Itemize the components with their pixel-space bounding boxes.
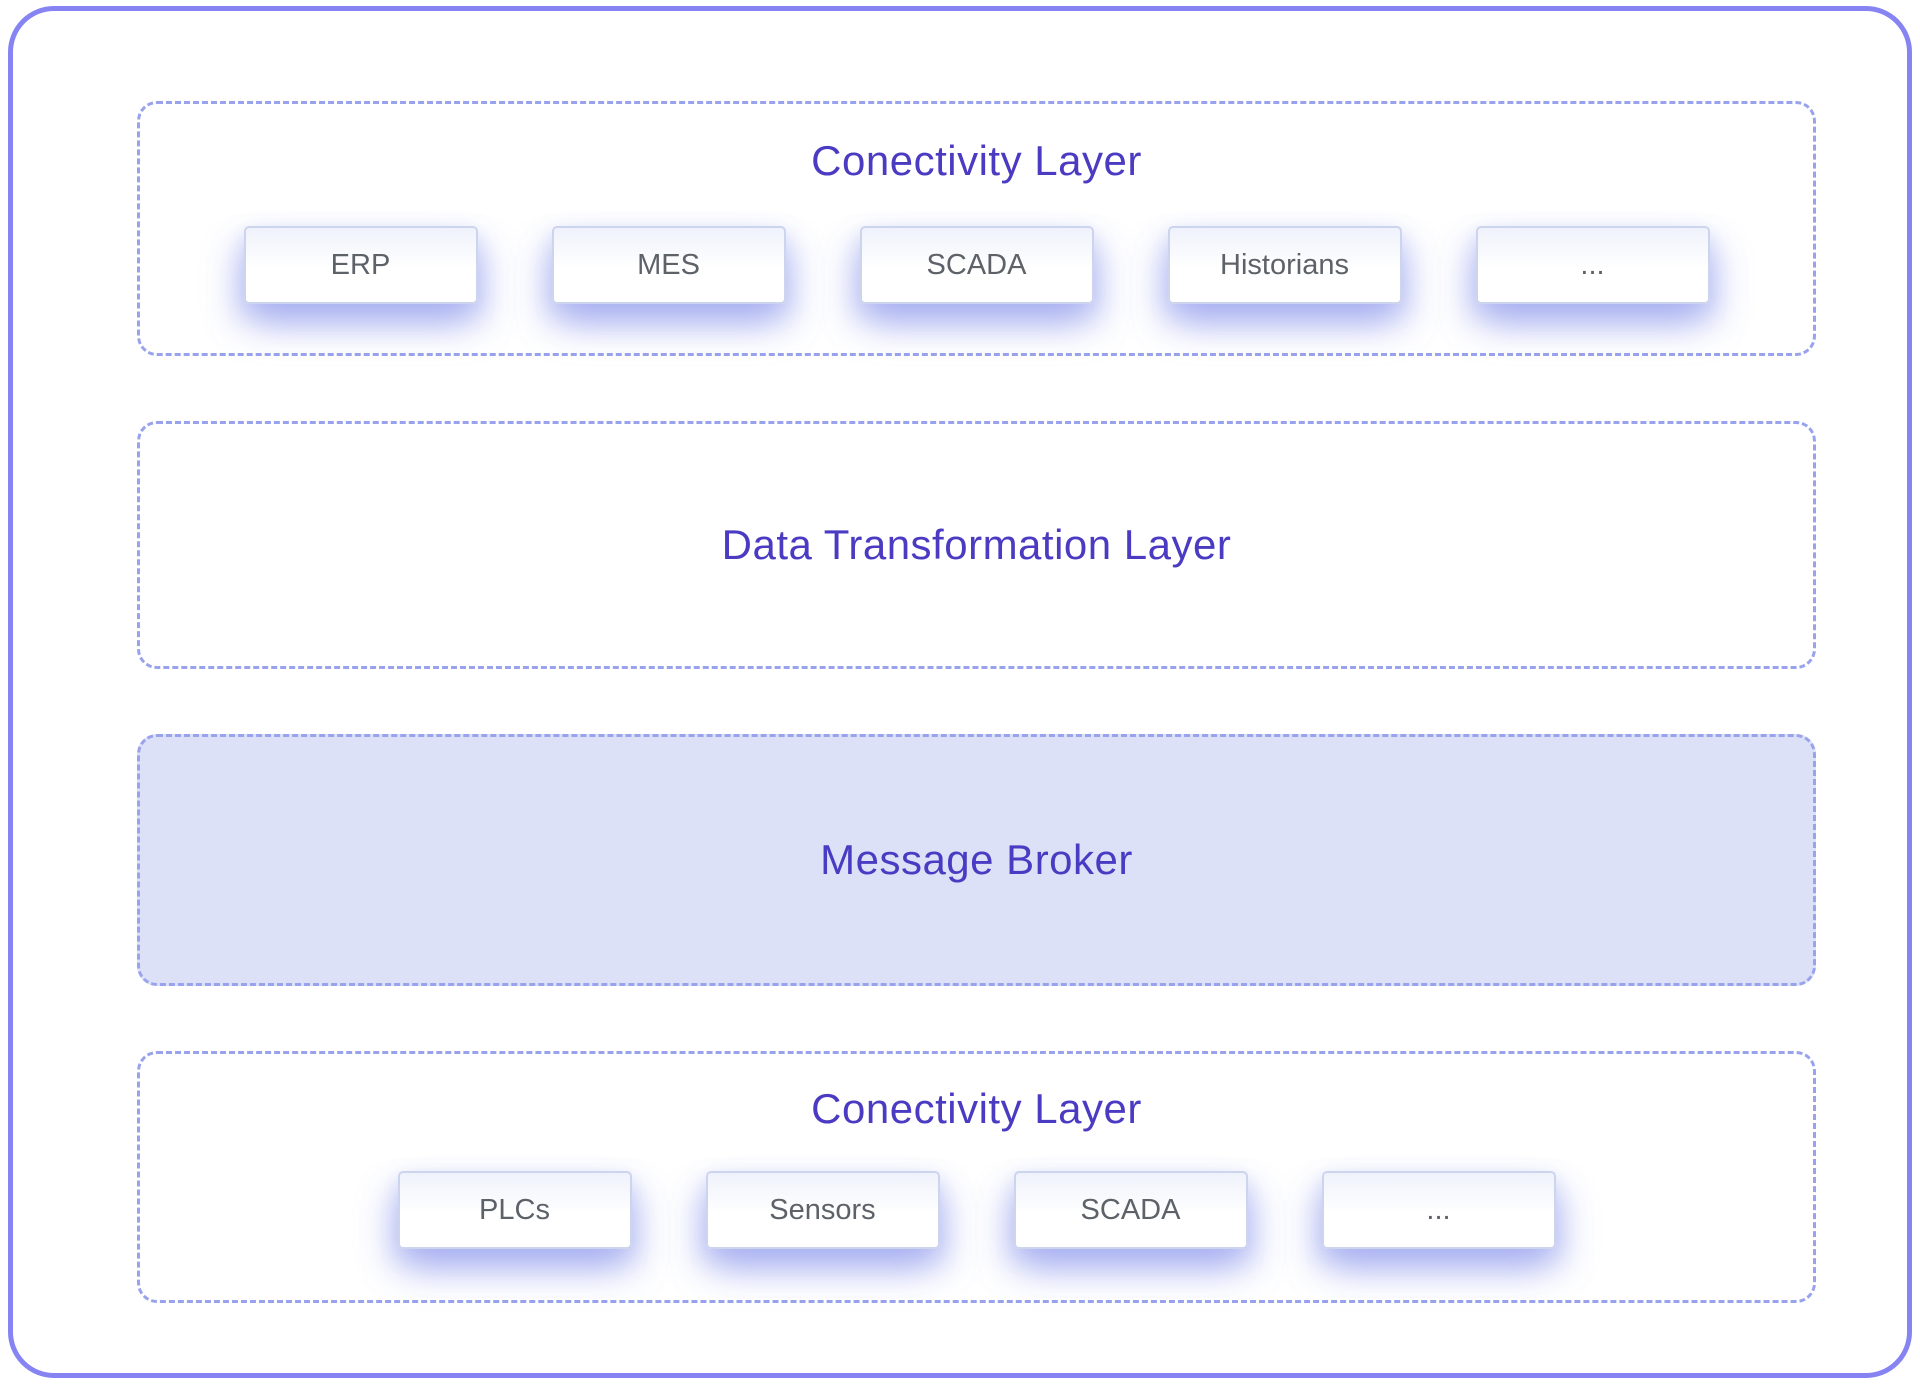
layer-title-message-broker: Message Broker bbox=[820, 836, 1133, 883]
chip-scada-top: SCADA bbox=[859, 226, 1094, 304]
layer-message-broker: Message Broker bbox=[137, 734, 1816, 986]
chip-mes: MES bbox=[551, 226, 786, 304]
chip-ellipsis-bottom: ... bbox=[1321, 1171, 1556, 1249]
diagram-frame: Conectivity Layer ERP MES SCADA Historia… bbox=[8, 6, 1912, 1378]
chip-row-bottom: PLCs Sensors SCADA ... bbox=[140, 1171, 1813, 1249]
chip-ellipsis-top: ... bbox=[1475, 226, 1710, 304]
layer-data-transformation: Data Transformation Layer bbox=[137, 421, 1816, 669]
chip-scada-bottom: SCADA bbox=[1013, 1171, 1248, 1249]
chip-erp: ERP bbox=[243, 226, 478, 304]
chip-historians: Historians bbox=[1167, 226, 1402, 304]
chip-plcs: PLCs bbox=[397, 1171, 632, 1249]
layer-connectivity-bottom: Conectivity Layer PLCs Sensors SCADA ... bbox=[137, 1051, 1816, 1303]
layer-title-data-transformation: Data Transformation Layer bbox=[721, 521, 1232, 568]
chip-sensors: Sensors bbox=[705, 1171, 940, 1249]
layer-connectivity-top: Conectivity Layer ERP MES SCADA Historia… bbox=[137, 101, 1816, 356]
layer-title-connectivity-bottom: Conectivity Layer bbox=[811, 1085, 1142, 1132]
layer-title-connectivity-top: Conectivity Layer bbox=[811, 137, 1142, 184]
chip-row-top: ERP MES SCADA Historians ... bbox=[140, 226, 1813, 304]
